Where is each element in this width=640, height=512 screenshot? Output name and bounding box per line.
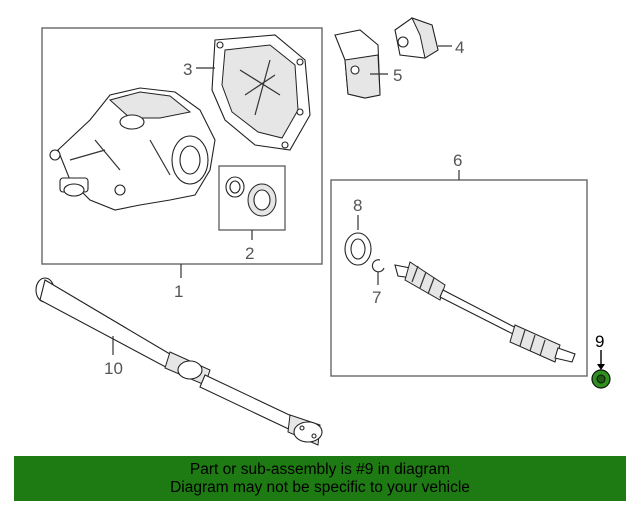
- info-banner: Part or sub-assembly is #9 in diagram Di…: [14, 456, 626, 501]
- axle-nut-9[interactable]: [591, 369, 611, 389]
- callout-9: 9: [595, 332, 604, 351]
- differential-housing[interactable]: [49, 87, 216, 211]
- callout-7: 7: [372, 288, 381, 307]
- snap-ring-8[interactable]: [344, 232, 372, 266]
- callout-3: 3: [183, 60, 192, 79]
- cover-plate[interactable]: [211, 34, 311, 151]
- callout-10: 10: [104, 359, 123, 378]
- callout-1: 1: [174, 282, 183, 301]
- callout-5: 5: [393, 66, 402, 85]
- callout-4: 4: [455, 38, 464, 57]
- axle-shaft[interactable]: [394, 261, 576, 363]
- seal-kit[interactable]: [225, 176, 277, 217]
- callout-6: 6: [453, 151, 462, 170]
- assembly-box-1: [41, 27, 323, 265]
- banner-line-1: Part or sub-assembly is #9 in diagram: [189, 461, 451, 478]
- callout-8: 8: [353, 196, 362, 215]
- mount-bracket[interactable]: [394, 17, 439, 59]
- drive-shaft[interactable]: [35, 277, 323, 446]
- heat-shield[interactable]: [334, 29, 381, 99]
- leader-lines: [112, 45, 605, 370]
- callout-2: 2: [245, 244, 254, 263]
- clip-7[interactable]: [371, 259, 385, 273]
- banner-line-2: Diagram may not be specific to your vehi…: [170, 479, 470, 496]
